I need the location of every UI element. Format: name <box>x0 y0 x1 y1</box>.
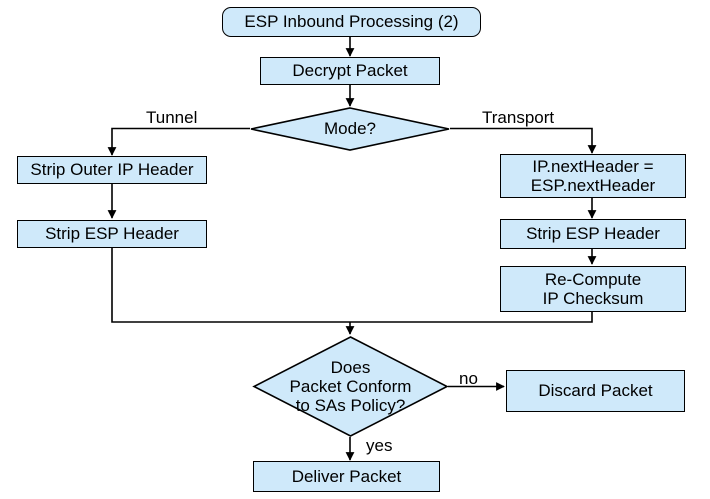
edge-label-no: no <box>459 369 478 388</box>
mode-diamond-shape <box>250 107 450 151</box>
edge-merge-bar <box>111 248 593 323</box>
node-ip-nextheader-assign[interactable]: IP.nextHeader = ESP.nextHeader <box>500 154 686 198</box>
edge-mode-tunnel <box>107 127 250 156</box>
node-conform-decision[interactable]: Does Packet Conform to SAs Policy? <box>252 336 449 437</box>
edge-mode-transport <box>450 127 597 154</box>
node-decrypt-packet[interactable]: Decrypt Packet <box>260 57 440 85</box>
edge-label-transport: Transport <box>482 108 555 127</box>
node-strip-esp-header-left[interactable]: Strip ESP Header <box>17 220 207 248</box>
conform-diamond-shape <box>252 336 449 437</box>
edge-label-yes: yes <box>366 436 393 455</box>
node-recompute-ip-checksum[interactable]: Re-Compute IP Checksum <box>500 266 686 312</box>
node-mode-decision[interactable]: Mode? <box>250 107 450 151</box>
node-strip-esp-header-right[interactable]: Strip ESP Header <box>500 219 686 249</box>
node-discard-packet[interactable]: Discard Packet <box>506 370 685 412</box>
node-strip-outer-ip-header[interactable]: Strip Outer IP Header <box>17 156 207 184</box>
edge-label-tunnel: Tunnel <box>146 108 198 127</box>
node-deliver-packet[interactable]: Deliver Packet <box>253 461 440 492</box>
node-start[interactable]: ESP Inbound Processing (2) <box>222 7 481 37</box>
